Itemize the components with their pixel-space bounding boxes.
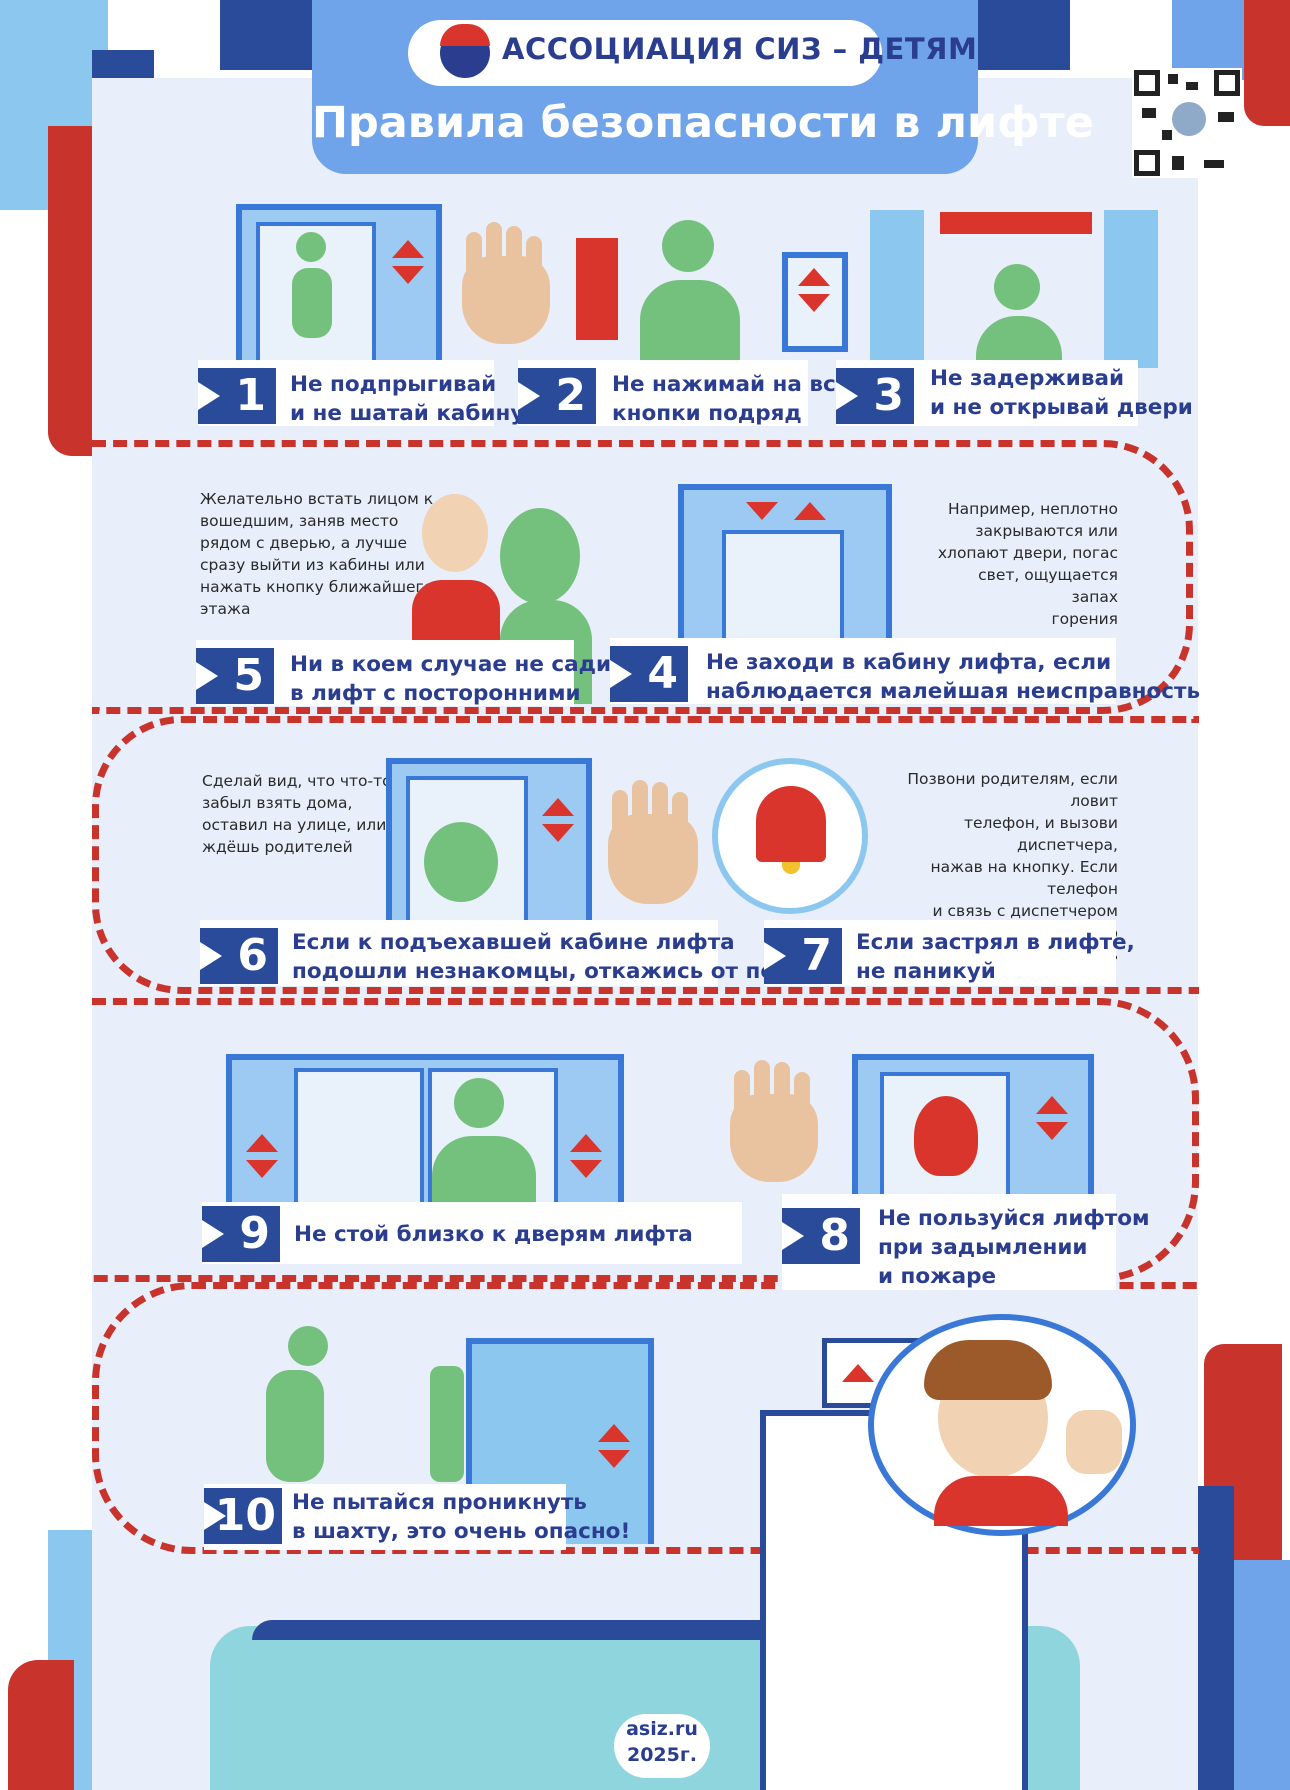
jumping-kid-icon (296, 232, 326, 262)
rule-3-number: 3 (836, 368, 914, 424)
association-name: АССОЦИАЦИЯ СИЗ – ДЕТЯМ (502, 32, 978, 66)
call-buttons-icon (542, 798, 574, 842)
person-body (432, 1136, 536, 1202)
rule-5-text: Ни в коем случае не садись в лифт с пост… (290, 652, 638, 706)
page-title: Правила безопасности в лифте (312, 98, 1094, 148)
dashed-path-3 (92, 998, 1199, 1282)
bell-clapper (782, 862, 800, 874)
rule-8-number: 8 (782, 1208, 860, 1264)
rule-10-number: 10 (204, 1488, 282, 1544)
bell-icon[interactable] (756, 786, 826, 862)
call-buttons-icon (798, 268, 830, 312)
rule-2-text: Не нажимай на все кнопки подряд (612, 372, 851, 426)
decor-bar-bottom-left-red (8, 1660, 74, 1790)
walking-person-icon (288, 1326, 328, 1366)
rule-3-text: Не задерживай и не открывай двери (930, 366, 1193, 420)
elevator-icon (226, 1054, 624, 1202)
rule-5-number: 5 (196, 648, 274, 704)
rule-4-note: Например, неплотно закрываются или хлопа… (937, 500, 1118, 628)
thumbs-up-icon (1066, 1410, 1122, 1474)
decor-bar-top-right-navy (978, 0, 1070, 70)
footer-pill (614, 1714, 710, 1778)
rule-1-text: Не подпрыгивай и не шатай кабину (290, 372, 525, 426)
jumping-kid-body (292, 268, 332, 338)
person-body (976, 316, 1062, 368)
rule-10-text: Не пытайся проникнуть в шахту, это очень… (292, 1490, 631, 1544)
rule-4-number: 4 (610, 646, 688, 702)
boy-shirt (934, 1476, 1068, 1526)
rule-2-number: 2 (518, 368, 596, 424)
footer-year: 2025г. (626, 1744, 698, 1766)
big-elevator-up-arrow (842, 1364, 874, 1382)
person-body (640, 280, 740, 368)
button-panel-icon (576, 238, 618, 340)
rule-7-text: Если застрял в лифте, не паникуй (856, 930, 1135, 984)
rule-1-number: 1 (198, 368, 276, 424)
button-panel-icon (782, 252, 848, 352)
helmet-icon (440, 24, 490, 46)
call-buttons-icon (598, 1424, 630, 1468)
stranger-icon (424, 822, 498, 902)
call-buttons-icon (570, 1134, 602, 1178)
girl-icon (422, 494, 488, 572)
rule-8-text: Не пользуйся лифтом при задымлении и пож… (878, 1206, 1150, 1289)
call-buttons-icon (1036, 1096, 1068, 1140)
decor-bar-right-lightblue (1172, 0, 1244, 80)
elevator-door-right (1104, 210, 1158, 368)
floor-indicator-icon (940, 212, 1092, 234)
person-icon (454, 1078, 504, 1128)
call-buttons-icon (392, 240, 424, 284)
telegram-icon (1172, 102, 1206, 136)
person-icon (994, 264, 1040, 310)
walking-person-body (266, 1370, 324, 1482)
floor-indicator-icon (746, 502, 826, 520)
rule-6-number: 6 (200, 928, 278, 984)
rule-4-text: Не заходи в кабину лифта, если наблюдает… (706, 650, 1201, 704)
rule-4-box (610, 638, 1116, 704)
rule-9-box (202, 1202, 742, 1264)
rule-6-box (200, 920, 718, 986)
decor-bar-top-navy (220, 0, 312, 70)
rule-7-number: 7 (764, 928, 842, 984)
call-buttons-icon (246, 1134, 278, 1178)
decor-bar-right-red (1244, 0, 1290, 126)
rule-9-text: Не стой близко к дверям лифта (294, 1222, 693, 1247)
dashed-path-2 (92, 716, 1199, 994)
boy-hair (924, 1340, 1052, 1400)
decor-bar-left-red (48, 126, 92, 456)
rule-6-note: Сделай вид, что что-то забыл взять дома,… (202, 772, 392, 856)
decor-bar-bottom-right-blue (1234, 1560, 1290, 1790)
dashed-path-4 (92, 1282, 1199, 1554)
footer-site[interactable]: asiz.ru (626, 1718, 698, 1740)
qr-code-icon[interactable] (1132, 68, 1242, 178)
rule-5-note: Желательно встать лицом к вошедшим, заня… (200, 490, 434, 618)
elevator-door-left (870, 210, 924, 368)
person-icon (662, 220, 714, 272)
elevator-door-left (294, 1068, 424, 1202)
stranger-icon (500, 508, 580, 604)
fire-icon (914, 1096, 978, 1176)
dashed-path-1 (92, 440, 1193, 714)
rule-9-number: 9 (202, 1206, 280, 1262)
wrench-gear-icon (430, 1366, 464, 1482)
